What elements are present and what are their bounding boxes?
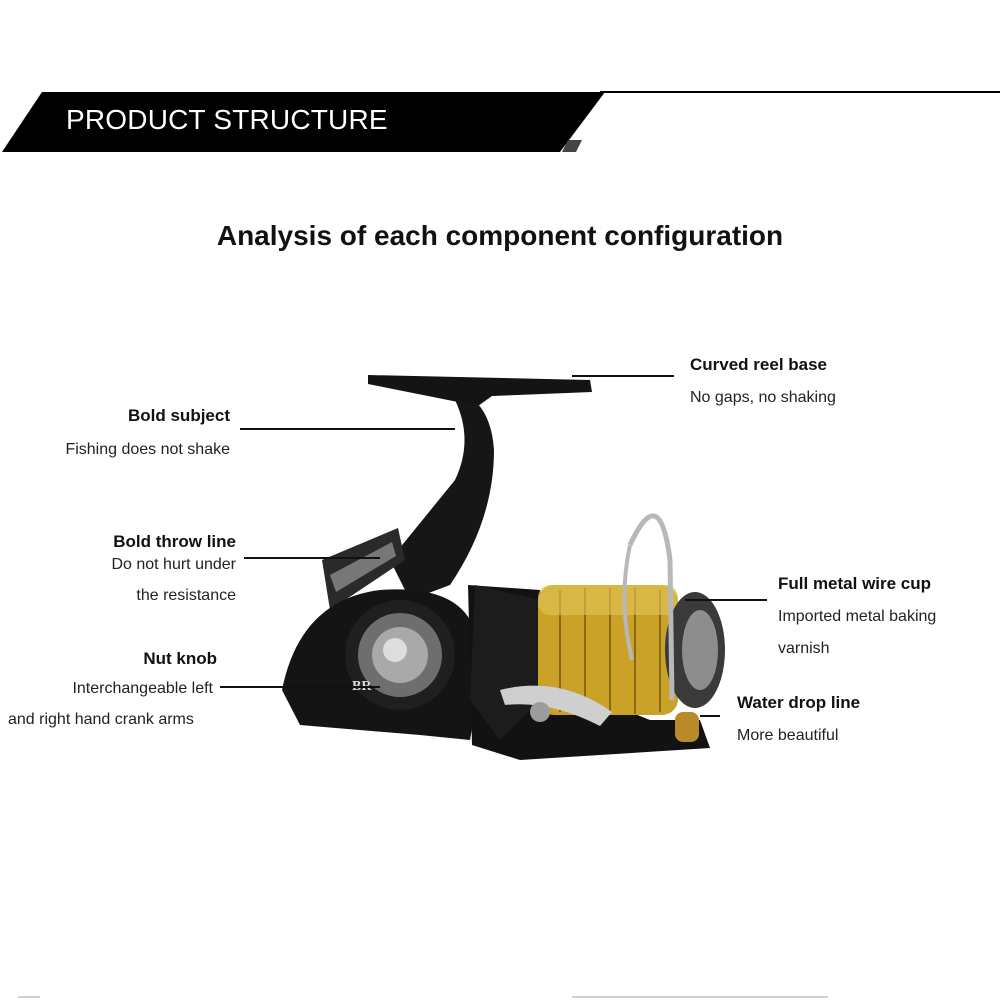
banner-title: PRODUCT STRUCTURE <box>66 104 388 135</box>
bold-subject-title: Bold subject <box>127 406 230 425</box>
curved-reel-base-title: Curved reel base <box>690 355 828 374</box>
leader-curved-reel-base <box>572 375 674 377</box>
full-metal-wire-cup-desc-1: Imported metal baking <box>778 608 937 625</box>
leader-water-drop-line <box>700 715 720 717</box>
bold-throw-line-desc-1: Do not hurt under <box>111 556 236 573</box>
bold-throw-line-title: Bold throw line <box>113 532 236 551</box>
full-metal-wire-cup-desc-2: varnish <box>778 640 830 657</box>
bold-subject-desc: Fishing does not shake <box>65 441 230 458</box>
page-heading: Analysis of each component configuration <box>216 220 784 251</box>
leader-bold-throw-line <box>244 557 380 559</box>
leader-nut-knob <box>220 686 380 688</box>
header-banner: PRODUCT STRUCTURE <box>0 0 1000 160</box>
banner-shape <box>0 91 1000 152</box>
water-drop-line-title: Water drop line <box>737 693 861 712</box>
water-drop-line-desc: More beautiful <box>737 727 839 744</box>
nut-knob-title: Nut knob <box>143 649 217 668</box>
nut-knob-desc-2: and right hand crank arms <box>8 711 194 728</box>
bold-throw-line-desc-2: the resistance <box>136 587 236 604</box>
full-metal-wire-cup-title: Full metal wire cup <box>778 574 932 593</box>
curved-reel-base-desc: No gaps, no shaking <box>690 389 836 406</box>
leader-full-metal-wire-cup <box>685 599 767 601</box>
leader-bold-subject <box>240 428 455 430</box>
nut-knob-desc-1: Interchangeable left <box>72 680 213 697</box>
